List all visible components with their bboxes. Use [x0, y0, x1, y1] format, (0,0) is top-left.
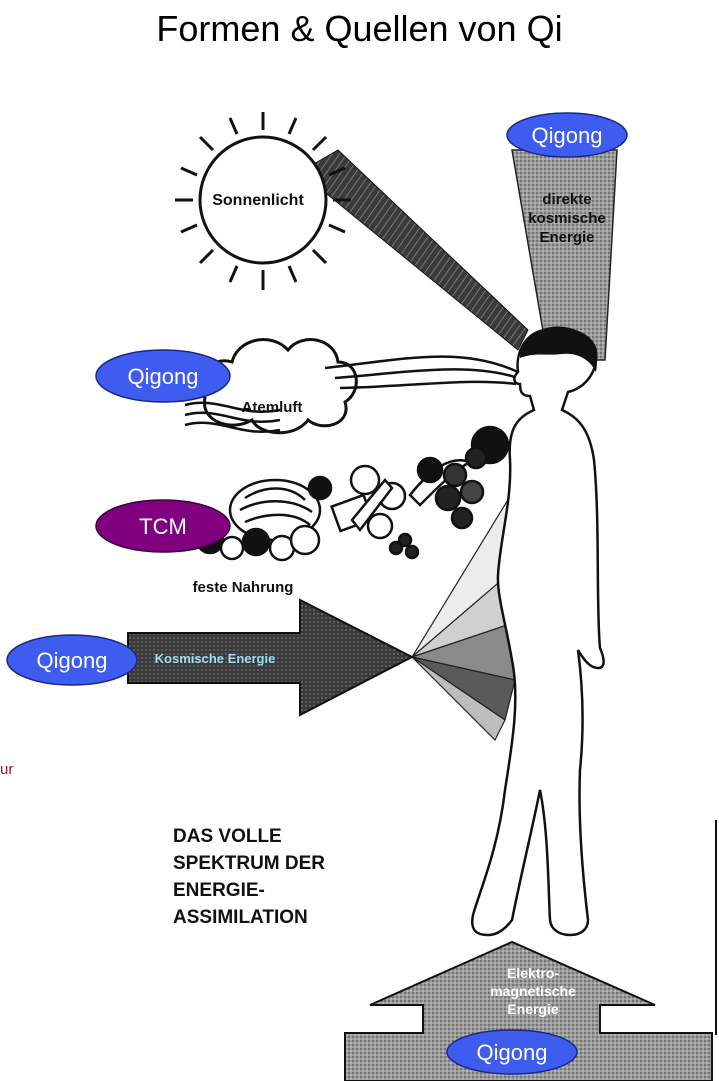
qigong-badge-top-label: Qigong — [532, 123, 603, 148]
feste-nahrung-label: feste Nahrung — [193, 579, 294, 596]
qigong-badge-cosmic-label: Qigong — [37, 648, 108, 673]
sunlight-beam — [300, 150, 528, 350]
elektro-label-1: Elektro- — [507, 965, 559, 981]
direkte-label-3: Energie — [539, 229, 594, 246]
spectrum-line-1: DAS VOLLE — [173, 826, 282, 847]
atemluft-label: Atemluft — [242, 399, 303, 416]
spectrum-line-4: ASSIMILATION — [173, 907, 308, 928]
elektro-label-2: magnetische — [490, 983, 576, 999]
side-text-fragment: ur — [0, 761, 13, 778]
elektro-label-3: Energie — [507, 1001, 559, 1017]
direkte-label-2: kosmische — [528, 210, 606, 227]
qigong-badge-top: Qigong — [507, 113, 627, 157]
kosmische-energie-label: Kosmische Energie — [155, 651, 276, 666]
tcm-badge-label: TCM — [139, 514, 187, 539]
direkte-label-1: direkte — [542, 191, 591, 208]
qigong-badge-cosmic: Qigong — [7, 635, 137, 685]
qigong-badge-air-label: Qigong — [128, 364, 199, 389]
page-title: Formen & Quellen von Qi — [0, 8, 719, 50]
sonnenlicht-label: Sonnenlicht — [212, 192, 304, 209]
spectrum-line-3: ENERGIE- — [173, 880, 265, 901]
tcm-badge: TCM — [96, 500, 230, 552]
spectrum-line-2: SPEKTRUM DER — [173, 853, 325, 874]
qigong-badge-bottom-label: Qigong — [477, 1040, 548, 1065]
qigong-badge-bottom: Qigong — [447, 1030, 577, 1074]
qigong-badge-air: Qigong — [96, 350, 230, 402]
food-pile-icon — [197, 427, 508, 560]
